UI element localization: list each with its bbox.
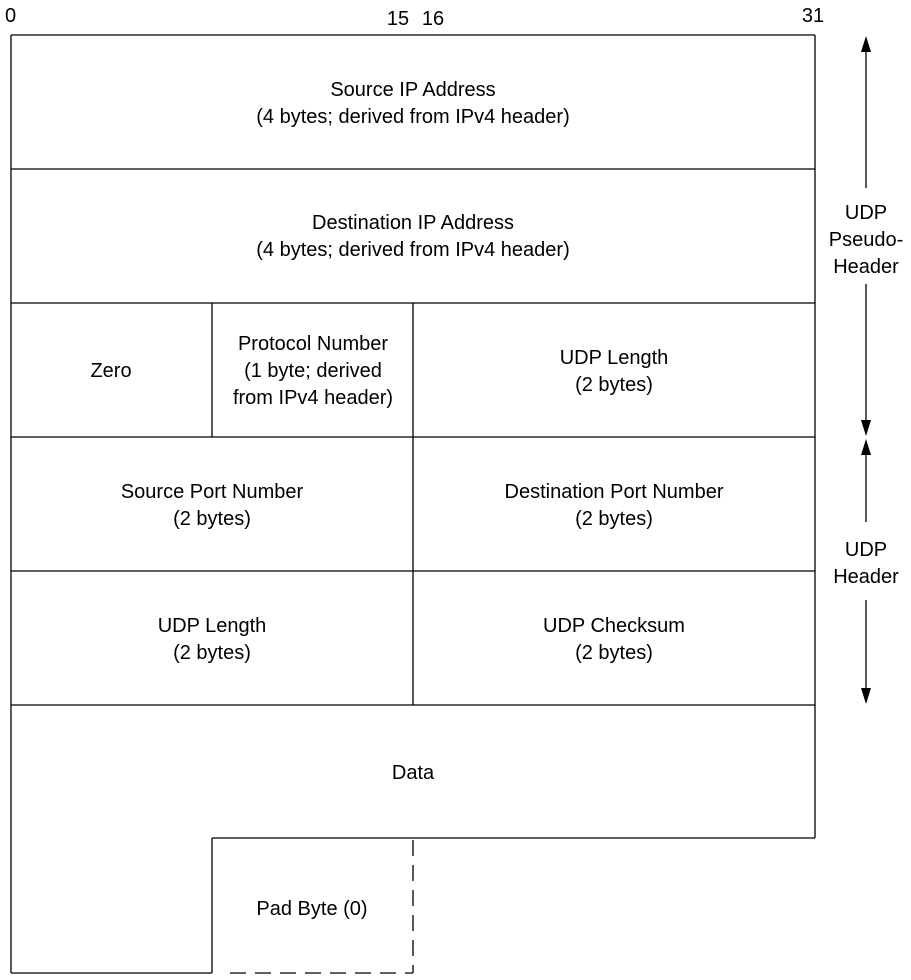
field-name: Source Port Number: [121, 481, 304, 503]
field-name: Destination IP Address: [312, 212, 514, 234]
field-name: Protocol Number: [238, 333, 388, 355]
field-data: Data: [392, 762, 435, 784]
field-name: Source IP Address: [330, 79, 495, 101]
field-source-ip-address: Source IP Address (4 bytes; derived from…: [256, 79, 569, 128]
field-size: (4 bytes; derived from IPv4 header): [256, 106, 569, 128]
field-size: (2 bytes): [575, 374, 653, 396]
field-destination-port-number: Destination Port Number (2 bytes): [505, 481, 724, 530]
side-label-line: UDP: [845, 202, 887, 224]
field-size: (2 bytes): [575, 642, 653, 664]
field-udp-length: UDP Length (2 bytes): [158, 615, 267, 664]
side-label-line: Header: [833, 256, 899, 278]
pseudo-header-label: UDP Pseudo- Header: [829, 202, 904, 278]
udp-header-label: UDP Header: [833, 539, 899, 588]
bit-label-16: 16: [422, 8, 444, 30]
field-name: Pad Byte (0): [256, 898, 367, 920]
field-destination-ip-address: Destination IP Address (4 bytes; derived…: [256, 212, 569, 261]
field-size: (2 bytes): [173, 508, 251, 530]
arrow-down-icon: [861, 688, 871, 704]
field-name: UDP Checksum: [543, 615, 685, 637]
field-source-port-number: Source Port Number (2 bytes): [121, 481, 304, 530]
field-zero: Zero: [90, 360, 131, 382]
field-udp-checksum: UDP Checksum (2 bytes): [543, 615, 685, 664]
field-size: (2 bytes): [173, 642, 251, 664]
field-size: (1 byte; derived: [244, 360, 382, 382]
field-size: (4 bytes; derived from IPv4 header): [256, 239, 569, 261]
arrow-up-icon: [861, 36, 871, 52]
pseudo-header-span-arrow: [861, 36, 871, 436]
field-pseudo-udp-length: UDP Length (2 bytes): [560, 347, 669, 396]
arrow-up-icon: [861, 439, 871, 455]
bit-label-31: 31: [802, 5, 824, 27]
field-name: UDP Length: [560, 347, 669, 369]
side-label-line: Header: [833, 566, 899, 588]
bit-label-15: 15: [387, 8, 409, 30]
field-name: Data: [392, 762, 435, 784]
field-protocol-number: Protocol Number (1 byte; derived from IP…: [233, 333, 393, 409]
field-name: UDP Length: [158, 615, 267, 637]
side-label-line: Pseudo-: [829, 229, 904, 251]
field-size-cont: from IPv4 header): [233, 387, 393, 409]
arrow-down-icon: [861, 420, 871, 436]
bit-label-0: 0: [5, 5, 16, 27]
udp-header-span-arrow: [861, 439, 871, 704]
diagram-frame: [10, 34, 816, 974]
field-size: (2 bytes): [575, 508, 653, 530]
field-name: Zero: [90, 360, 131, 382]
field-name: Destination Port Number: [505, 481, 724, 503]
side-label-line: UDP: [845, 539, 887, 561]
field-pad-byte: Pad Byte (0): [256, 898, 367, 920]
